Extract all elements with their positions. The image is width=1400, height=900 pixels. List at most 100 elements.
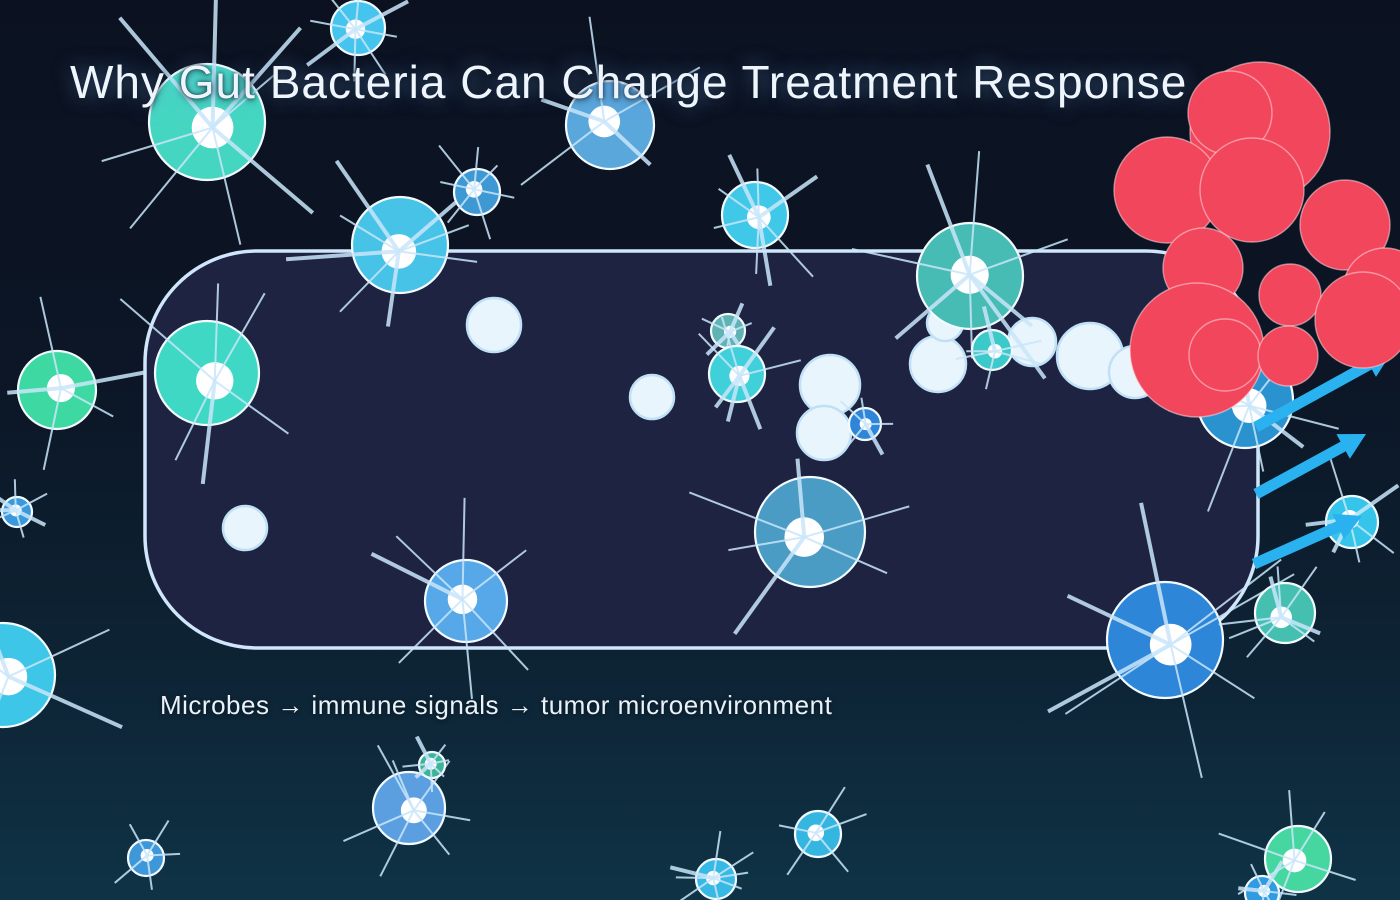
flagellum — [698, 332, 741, 377]
flagellum — [712, 851, 754, 879]
flagellum — [994, 339, 1042, 353]
signal-arrows-layer — [1251, 352, 1392, 570]
flagellum — [1329, 457, 1351, 520]
flagellum — [1250, 863, 1265, 892]
flagellum — [446, 188, 475, 224]
flagellum — [0, 676, 10, 701]
microbe — [343, 744, 471, 877]
gut-capsule-outline — [143, 249, 1260, 650]
flagellum — [1263, 890, 1271, 900]
flagellum — [339, 250, 400, 313]
flagellum — [712, 877, 720, 900]
flagellum — [354, 0, 360, 30]
flagellum — [713, 216, 760, 229]
flagellum — [146, 855, 153, 890]
flagellum — [1228, 616, 1282, 640]
flagellum — [778, 824, 816, 834]
microbe — [438, 144, 515, 240]
flagellum — [147, 852, 181, 857]
flagellum — [839, 400, 867, 425]
flagellum — [211, 127, 242, 245]
flagellum — [0, 648, 11, 678]
microbe — [0, 479, 48, 538]
tumor-cluster — [1113, 61, 1400, 418]
flagellum — [213, 292, 266, 382]
flagellum — [376, 744, 415, 811]
flagellum — [118, 16, 215, 129]
flagellum — [128, 823, 148, 856]
flagellum — [331, 0, 357, 30]
flagellum — [14, 508, 47, 527]
flagellum — [174, 380, 216, 461]
immune-vesicle — [465, 296, 523, 354]
flagellum — [7, 674, 123, 729]
flagellum — [473, 189, 492, 240]
flagellum — [756, 168, 760, 218]
flagellum — [15, 492, 48, 512]
flagellum — [397, 200, 457, 253]
flagellum — [669, 865, 714, 881]
flagellum — [955, 350, 996, 360]
flagellum — [39, 296, 62, 389]
microbe — [1047, 502, 1295, 779]
flagellum — [984, 351, 996, 390]
immune-vesicle — [221, 504, 269, 552]
signal-arrow — [1253, 434, 1366, 499]
flagellum — [101, 126, 213, 163]
flagellum — [385, 251, 401, 327]
flagellum — [728, 302, 745, 333]
flagellum — [863, 423, 885, 456]
flagellum — [1268, 576, 1284, 618]
flagellum — [1288, 790, 1296, 861]
flagellum — [713, 871, 749, 880]
flagellum — [1294, 859, 1356, 881]
flagellum — [1170, 558, 1282, 646]
flagellum — [1280, 615, 1321, 636]
flagellum — [353, 29, 357, 82]
flagellum — [1248, 404, 1339, 430]
flagellum — [588, 16, 606, 122]
microbe — [778, 786, 867, 876]
flagellum — [846, 423, 867, 448]
flagellum — [1261, 890, 1266, 900]
flagellum — [717, 188, 760, 219]
flagellum — [429, 744, 447, 765]
flagellum — [814, 786, 846, 834]
tumor-cell — [1188, 318, 1262, 392]
flagellum — [969, 238, 1069, 276]
microbe — [520, 16, 701, 186]
flagellum — [339, 214, 400, 253]
microbe — [370, 497, 529, 700]
microbe — [1305, 457, 1400, 563]
flagellum — [398, 598, 464, 664]
microbe — [119, 283, 290, 485]
flagellum — [968, 151, 981, 275]
flagellum — [757, 174, 819, 219]
flagellum — [461, 549, 527, 601]
flagellum — [733, 535, 806, 635]
flagellum — [0, 509, 17, 519]
flagellum — [727, 154, 761, 219]
flagellum — [1139, 502, 1173, 646]
flagellum — [370, 552, 464, 602]
flagellum — [540, 97, 605, 124]
flagellum — [712, 830, 722, 879]
flagellum — [60, 370, 147, 391]
flagellum — [414, 735, 433, 765]
microbe — [839, 397, 894, 456]
flagellum — [7, 386, 62, 395]
flagellum — [0, 508, 16, 513]
flagellum — [211, 26, 302, 129]
tumor-cell — [1199, 137, 1305, 243]
flagellum — [981, 305, 997, 352]
page-title: Why Gut Bacteria Can Change Treatment Re… — [70, 56, 1188, 108]
flagellum — [60, 387, 114, 418]
flagellum — [473, 164, 499, 191]
flagellum — [473, 146, 480, 190]
flagellum — [1248, 405, 1265, 472]
flagellum — [0, 496, 17, 513]
flagellum — [860, 397, 867, 425]
flagellum — [379, 809, 415, 877]
microbe — [713, 154, 819, 287]
